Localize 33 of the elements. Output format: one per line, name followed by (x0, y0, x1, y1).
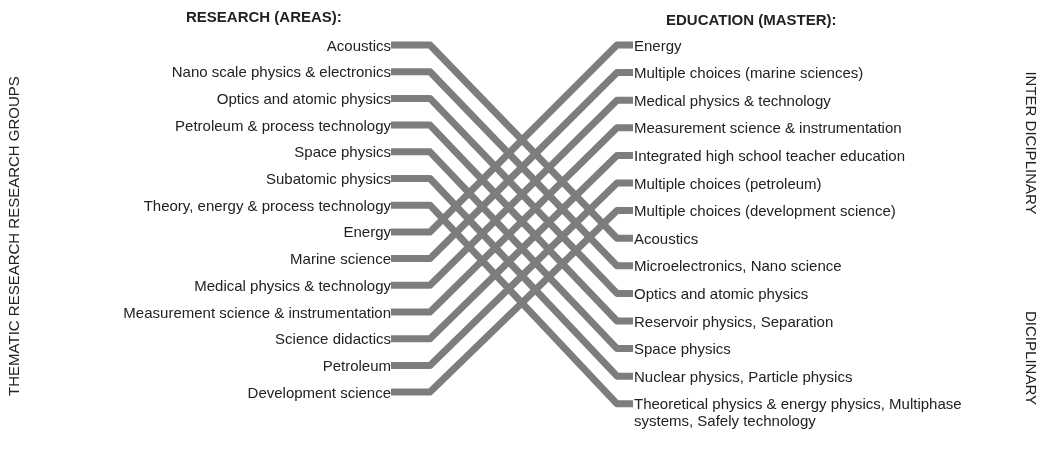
programme-label: Measurement science & instrumentation (634, 119, 902, 137)
research-area-label: Development science (247, 383, 391, 401)
research-area-label: Petroleum (322, 356, 391, 374)
side-label: THEMATIC RESEARCH RESEARCH GROUPS (5, 75, 23, 398)
research-area-label: Acoustics (326, 36, 391, 54)
programme-label: Microelectronics, Nano science (634, 257, 842, 275)
research-area-label: Subatomic physics (265, 170, 391, 187)
research-area-label: Petroleum & process technology (175, 116, 391, 134)
research-area-label: Science didactics (275, 330, 391, 348)
programme-label: Space physics (634, 340, 731, 358)
research-area-label: Medical physics & technology (194, 276, 391, 294)
column-heading: EDUCATION (MASTER): (666, 11, 837, 28)
research-area-label: Energy (343, 223, 391, 241)
programme-label: Medical physics & technology (634, 91, 831, 109)
research-area-label: Nano scale physics & electronics (171, 63, 391, 81)
programme-label: Multiple choices (petroleum) (634, 174, 822, 192)
side-label: DICIPLINARY (1022, 310, 1040, 407)
programme-label: Reservoir physics, Separation (634, 312, 834, 330)
programme-label: Energy (634, 36, 682, 54)
programme-label: Integrated high school teacher education (634, 146, 906, 164)
side-label: INTER DICIPLINARY (1022, 70, 1040, 217)
research-area-label: Measurement science & instrumentation (123, 303, 391, 321)
programme-label: Optics and atomic physics (634, 284, 809, 302)
programme-label: Nuclear physics, Particle physics (634, 367, 853, 385)
programme-label: Multiple choices (marine sciences) (634, 64, 864, 82)
column-heading: RESEARCH (AREAS): (186, 8, 342, 25)
research-area-label: Theory, energy & process technology (143, 196, 391, 214)
research-area-label: Optics and atomic physics (216, 89, 391, 107)
programme-label: Theoretical physics & energy physics, Multiphase systems, Safely technology (634, 395, 964, 430)
programme-label: Multiple choices (development science) (634, 202, 896, 220)
programme-label: Acoustics (634, 229, 699, 247)
research-area-label: Space physics (294, 143, 391, 161)
research-area-label: Marine science (290, 250, 391, 268)
